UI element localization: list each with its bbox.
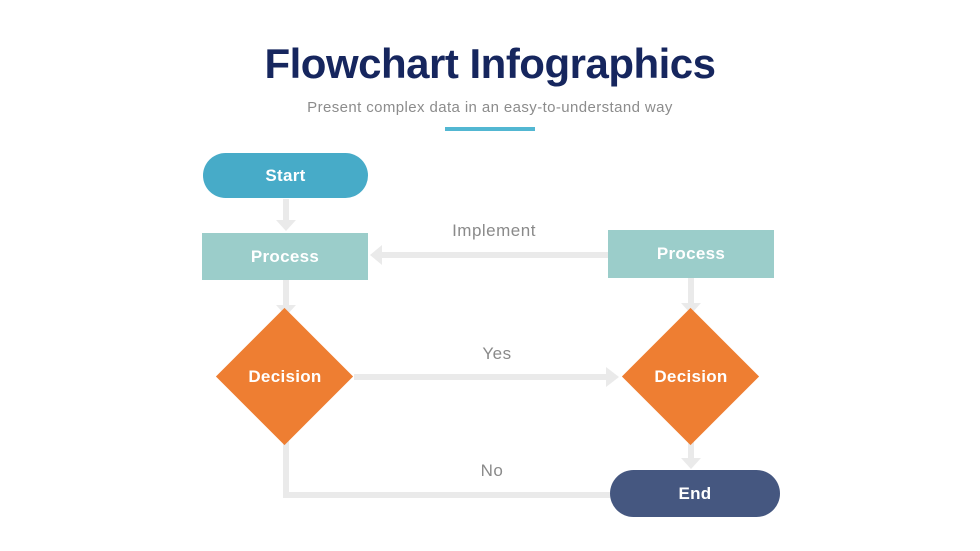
edge-label-implement: Implement xyxy=(452,221,536,240)
connector-implement xyxy=(382,252,608,258)
connector-no-vertical xyxy=(283,438,289,498)
arrowhead-left-icon xyxy=(370,245,382,265)
connector-yes xyxy=(354,374,606,380)
node-process-right: Process xyxy=(608,230,774,278)
connector-process-to-decision-left xyxy=(283,280,289,305)
node-end-label: End xyxy=(678,483,712,503)
node-process-left: Process xyxy=(202,233,368,280)
node-end: End xyxy=(610,470,780,517)
page-subtitle: Present complex data in an easy-to-under… xyxy=(307,99,673,116)
connector-no-horizontal xyxy=(283,492,610,498)
node-decision-left-label: Decision xyxy=(248,367,322,386)
arrowhead-down-icon xyxy=(681,458,701,469)
node-decision-right-label: Decision xyxy=(654,367,728,386)
node-start: Start xyxy=(203,153,368,198)
arrowhead-right-icon xyxy=(606,367,619,387)
connector-start-to-process xyxy=(283,199,289,220)
connector-process-to-decision-right xyxy=(688,278,694,303)
node-start-label: Start xyxy=(265,165,306,185)
subtitle-underline xyxy=(445,127,535,131)
edge-label-no: No xyxy=(480,461,504,480)
edge-label-yes: Yes xyxy=(482,344,512,363)
node-decision-right: Decision xyxy=(621,307,760,446)
connector-decision-to-end xyxy=(688,437,694,458)
node-process-right-label: Process xyxy=(656,244,726,263)
node-process-left-label: Process xyxy=(250,246,320,266)
arrowhead-down-icon xyxy=(276,220,296,231)
node-decision-left: Decision xyxy=(215,307,354,446)
page-title: Flowchart Infographics xyxy=(264,40,716,87)
